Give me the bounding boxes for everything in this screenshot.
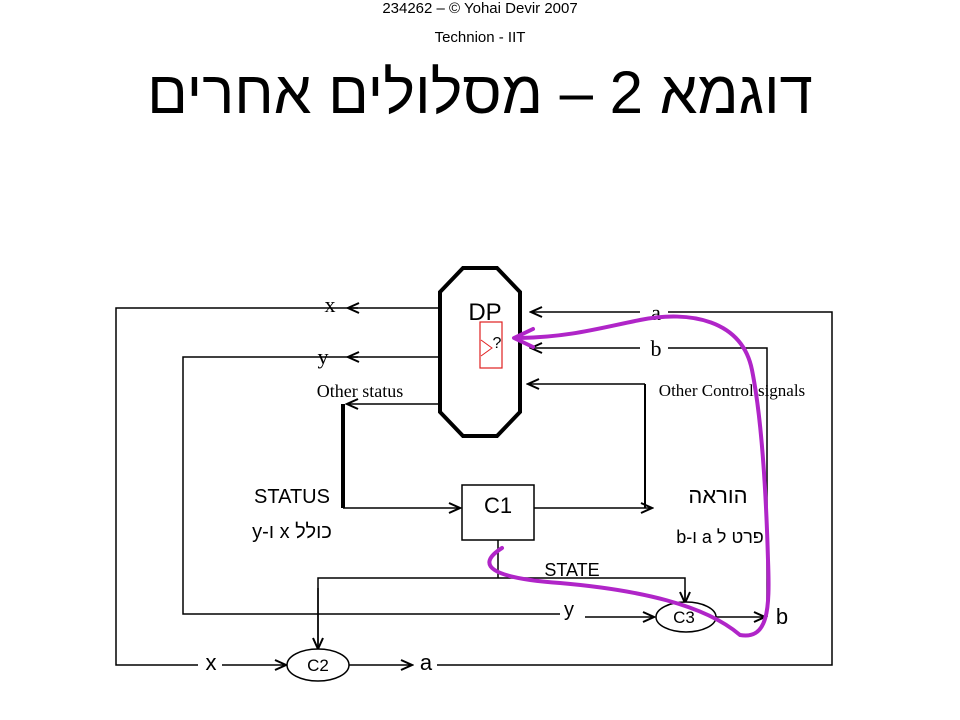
c3-label: C3 [673, 608, 695, 627]
controller-c1 [461, 484, 535, 541]
c2-output-label: a [420, 650, 433, 675]
instruction-note: פרט ל a ו-b [676, 527, 764, 547]
status-note: כולל x ו-y [252, 521, 332, 543]
a-feedback-wire [437, 311, 833, 666]
other-status-label: Other status [317, 381, 403, 401]
y-feedback-wire [182, 356, 560, 615]
annotation-arrowhead [512, 327, 535, 349]
dp-x-label: x [325, 292, 336, 317]
question-mark: ? [493, 335, 502, 352]
institution-line: Technion - IIT [434, 29, 526, 46]
instruction-label: הוראה [688, 483, 747, 508]
dp-b-label: b [651, 336, 662, 361]
c1-label: C1 [484, 493, 512, 518]
dp-a-label: a [651, 300, 661, 325]
slide-title: דוגמא 2 – מסלולים אחרים [147, 59, 813, 126]
c3-input-label: y [564, 599, 574, 621]
state-label: STATE [544, 560, 599, 580]
c2-label: C2 [307, 656, 329, 675]
question-box-arrow [480, 339, 493, 357]
copyright-line: 234262 – © Yohai Devir 2007 [382, 0, 578, 17]
c2-input-label: x [206, 650, 217, 675]
other-control-label: Other Control signals [659, 381, 805, 400]
x-feedback-wire [115, 307, 358, 666]
annotation-path [487, 314, 771, 638]
status-label: STATUS [254, 486, 330, 508]
question-box [479, 321, 503, 369]
c3-output-label: b [776, 604, 788, 629]
